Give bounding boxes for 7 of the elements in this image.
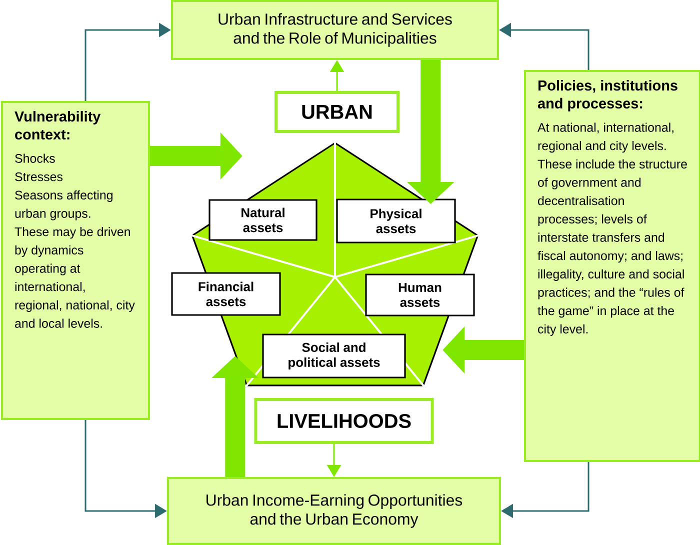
label-box: LIVELIHOODS (254, 398, 434, 444)
asset-box: Financial assets (171, 272, 281, 316)
label-box: URBAN (274, 91, 400, 133)
context-box: Policies, institutions and processes: At national, international, regional and city levels. These include the structure of government and decentralisation processes; levels of interstate transfers and fiscal autonomy; and laws; illegality, culture and social practices; and the “rules of the game” in place at the city level. (524, 70, 700, 462)
heading-box: Urban Income-Earning Opportunities and the Urban Economy (167, 477, 501, 545)
heading-box: Urban Infrastructure and Services and the Role of Municipalities (171, 0, 499, 60)
context-box: Vulnerability context: Shocks Stresses Seasons affecting urban groups. These may be driven by dynamics operating at international, regional, national, city and local levels. (1, 101, 150, 420)
